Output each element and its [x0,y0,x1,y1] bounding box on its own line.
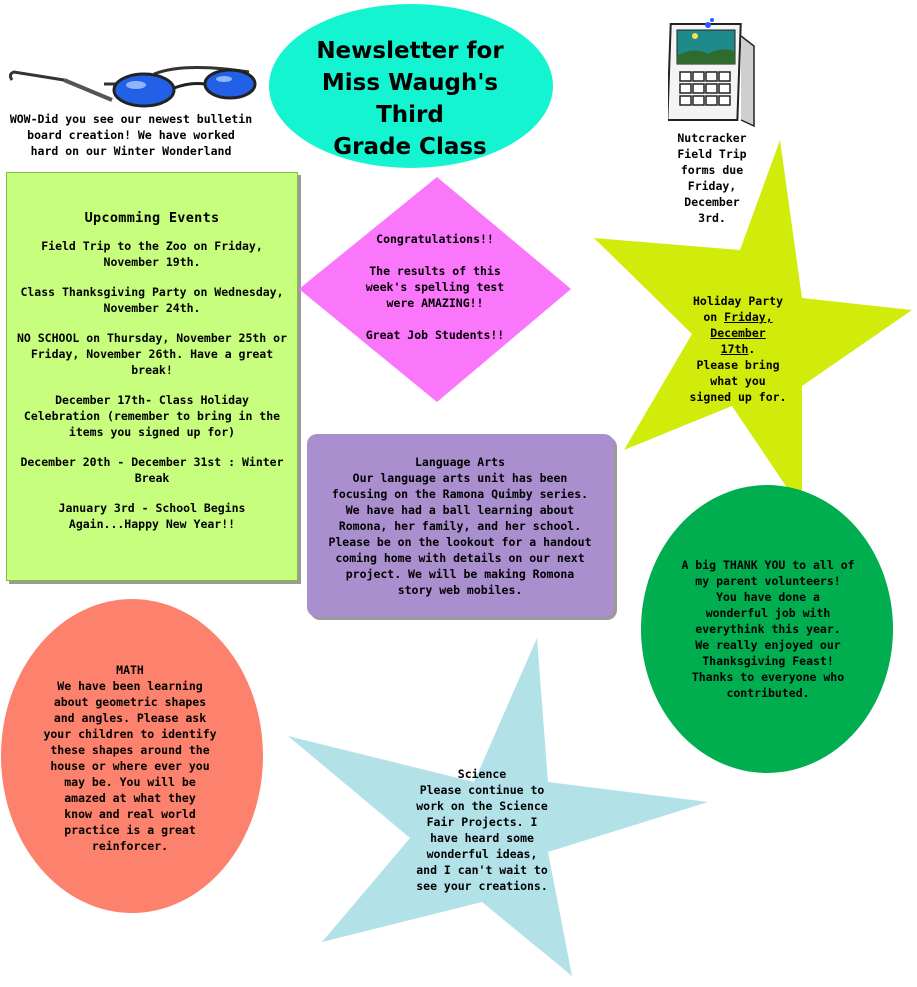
event-item: NO SCHOOL on Thursday, November 25th or … [16,331,288,377]
science-text: Science Please continue to work on the S… [416,767,548,893]
bulletin-note: WOW-Did you see our newest bulletin boar… [9,112,253,158]
events-heading: Upcomming Events [84,210,220,226]
calendar-icon [668,18,755,128]
field-trip-note: Nutcracker Field Trip forms due Friday, … [677,131,747,225]
page-title: Newsletter for Miss Waugh's Third Grade … [316,38,504,160]
math-ellipse [1,599,263,913]
event-item: Class Thanksgiving Party on Wednesday, N… [20,285,284,315]
language-arts-box [307,434,614,617]
holiday-party-text: Holiday Party on Friday, December 17th. P… [680,277,796,405]
sunglasses-icon [8,66,257,108]
event-item: December 20th - December 31st : Winter B… [20,455,284,485]
congrats-diamond [299,177,571,402]
upcoming-events-box: Upcomming Events Field Trip to the Zoo o… [6,172,298,581]
holiday-rest: . Please bring what you signed up for. [689,342,787,404]
holiday-date: Friday, December 17th [710,310,773,356]
thanks-ellipse [641,485,893,773]
science-star [288,638,708,976]
event-item: January 3rd - School Begins Again...Happ… [58,501,246,531]
holiday-star [594,140,912,510]
thanks-text: A big THANK YOU to all of my parent volu… [681,558,855,700]
math-text: MATH We have been learning about geometr… [43,663,217,853]
holiday-line1: Holiday Party [692,294,783,308]
event-item: Field Trip to the Zoo on Friday, Novembe… [41,239,263,269]
holiday-on: on [703,310,725,324]
event-item: December 17th- Class Holiday Celebration… [23,393,281,439]
title-ellipse [269,4,553,168]
language-arts-text: Language Arts Our language arts unit has… [328,455,592,597]
congrats-text: Congratulations!! The results of this we… [365,232,505,342]
